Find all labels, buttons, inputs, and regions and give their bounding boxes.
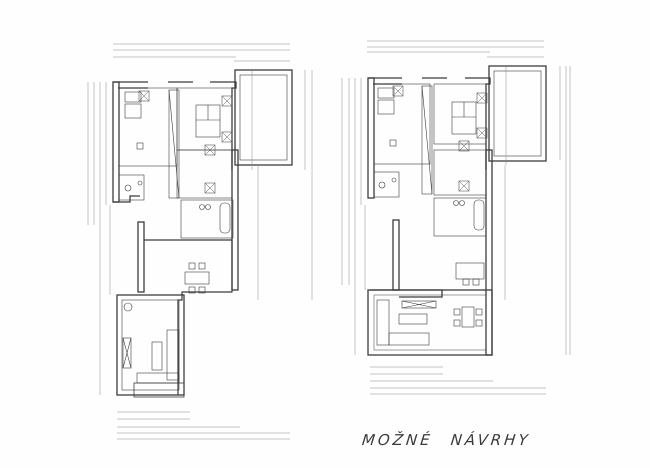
furniture [122,89,233,384]
top-dimension-lines [113,43,290,62]
walls [112,81,239,398]
plan-variant-a [87,43,313,440]
furniture [376,85,488,346]
bottom-dimension-lines [117,411,290,440]
caption-word-2: NÁVRHY [449,431,532,449]
terrace [488,65,547,162]
side-dimension-lines [87,70,313,395]
walls [367,77,493,356]
bottom-dimension-lines [370,366,546,395]
top-dimension-lines [367,40,544,58]
handwritten-caption: MOŽNÉ NÁVRHY [361,431,550,449]
side-dimension-lines [341,66,571,355]
plan-variant-b [341,40,571,395]
caption-word-1: MOŽNÉ [361,431,434,449]
terrace [234,69,293,166]
